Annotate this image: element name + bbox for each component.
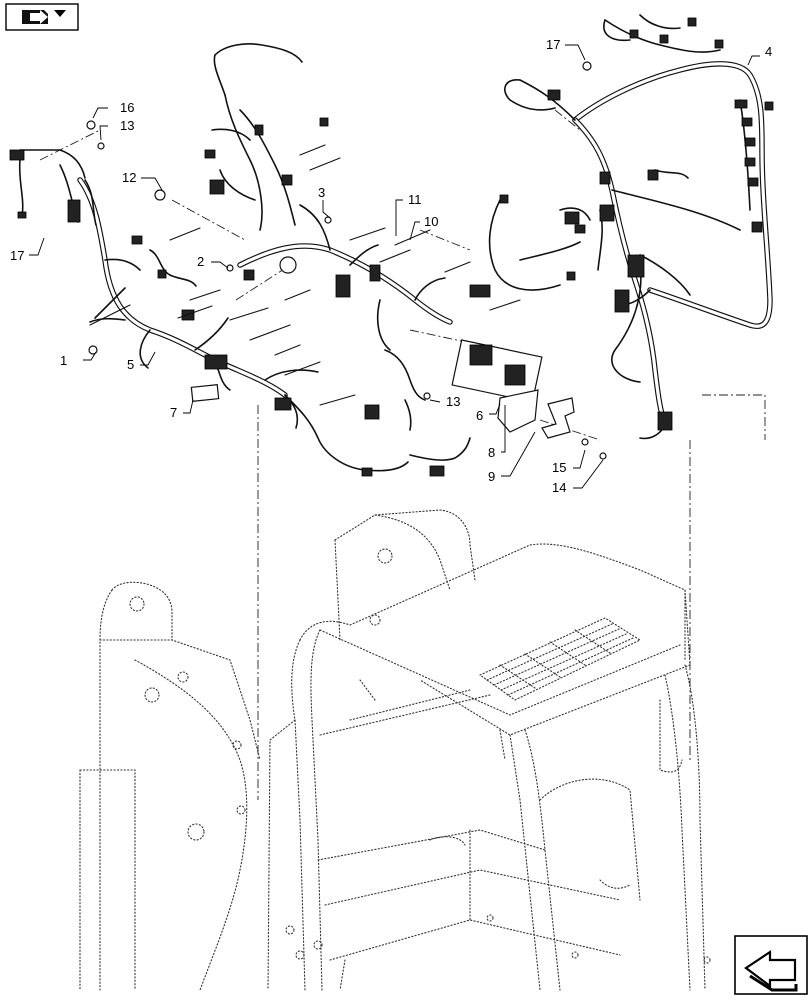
roof-harness xyxy=(488,14,773,440)
callout-labels: 1 2 3 4 5 6 7 8 9 10 11 12 13 13 14 15 1… xyxy=(10,37,772,495)
callout-17-top: 17 xyxy=(546,37,560,52)
alignment-lines xyxy=(39,109,766,800)
callout-17-left: 17 xyxy=(10,248,24,263)
main-harness xyxy=(18,43,471,472)
roof-harness-connectors xyxy=(499,17,774,431)
callout-13-lower: 13 xyxy=(446,394,460,409)
cable-ties xyxy=(89,144,521,406)
next-page-arrow-icon[interactable] xyxy=(734,935,808,995)
callout-7: 7 xyxy=(170,405,177,420)
callout-10: 10 xyxy=(424,214,438,229)
roof-vent-grid xyxy=(478,617,642,701)
book-arrow-icon[interactable] xyxy=(5,3,79,31)
callout-12: 12 xyxy=(122,170,136,185)
callout-8: 8 xyxy=(488,445,495,460)
machine-frame xyxy=(79,509,711,991)
callout-6: 6 xyxy=(476,408,483,423)
callout-16: 16 xyxy=(120,100,134,115)
fuse-block xyxy=(86,61,607,460)
callout-2: 2 xyxy=(197,254,204,269)
leader-lines xyxy=(29,44,760,489)
callout-13-upper: 13 xyxy=(120,118,134,133)
callout-4: 4 xyxy=(765,44,772,59)
callout-9: 9 xyxy=(488,469,495,484)
harness-connectors xyxy=(9,117,491,477)
callout-14: 14 xyxy=(552,480,566,495)
callout-15: 15 xyxy=(552,460,566,475)
callout-11: 11 xyxy=(408,192,422,207)
callout-1: 1 xyxy=(60,353,67,368)
callout-5: 5 xyxy=(127,357,134,372)
callout-3: 3 xyxy=(318,185,325,200)
